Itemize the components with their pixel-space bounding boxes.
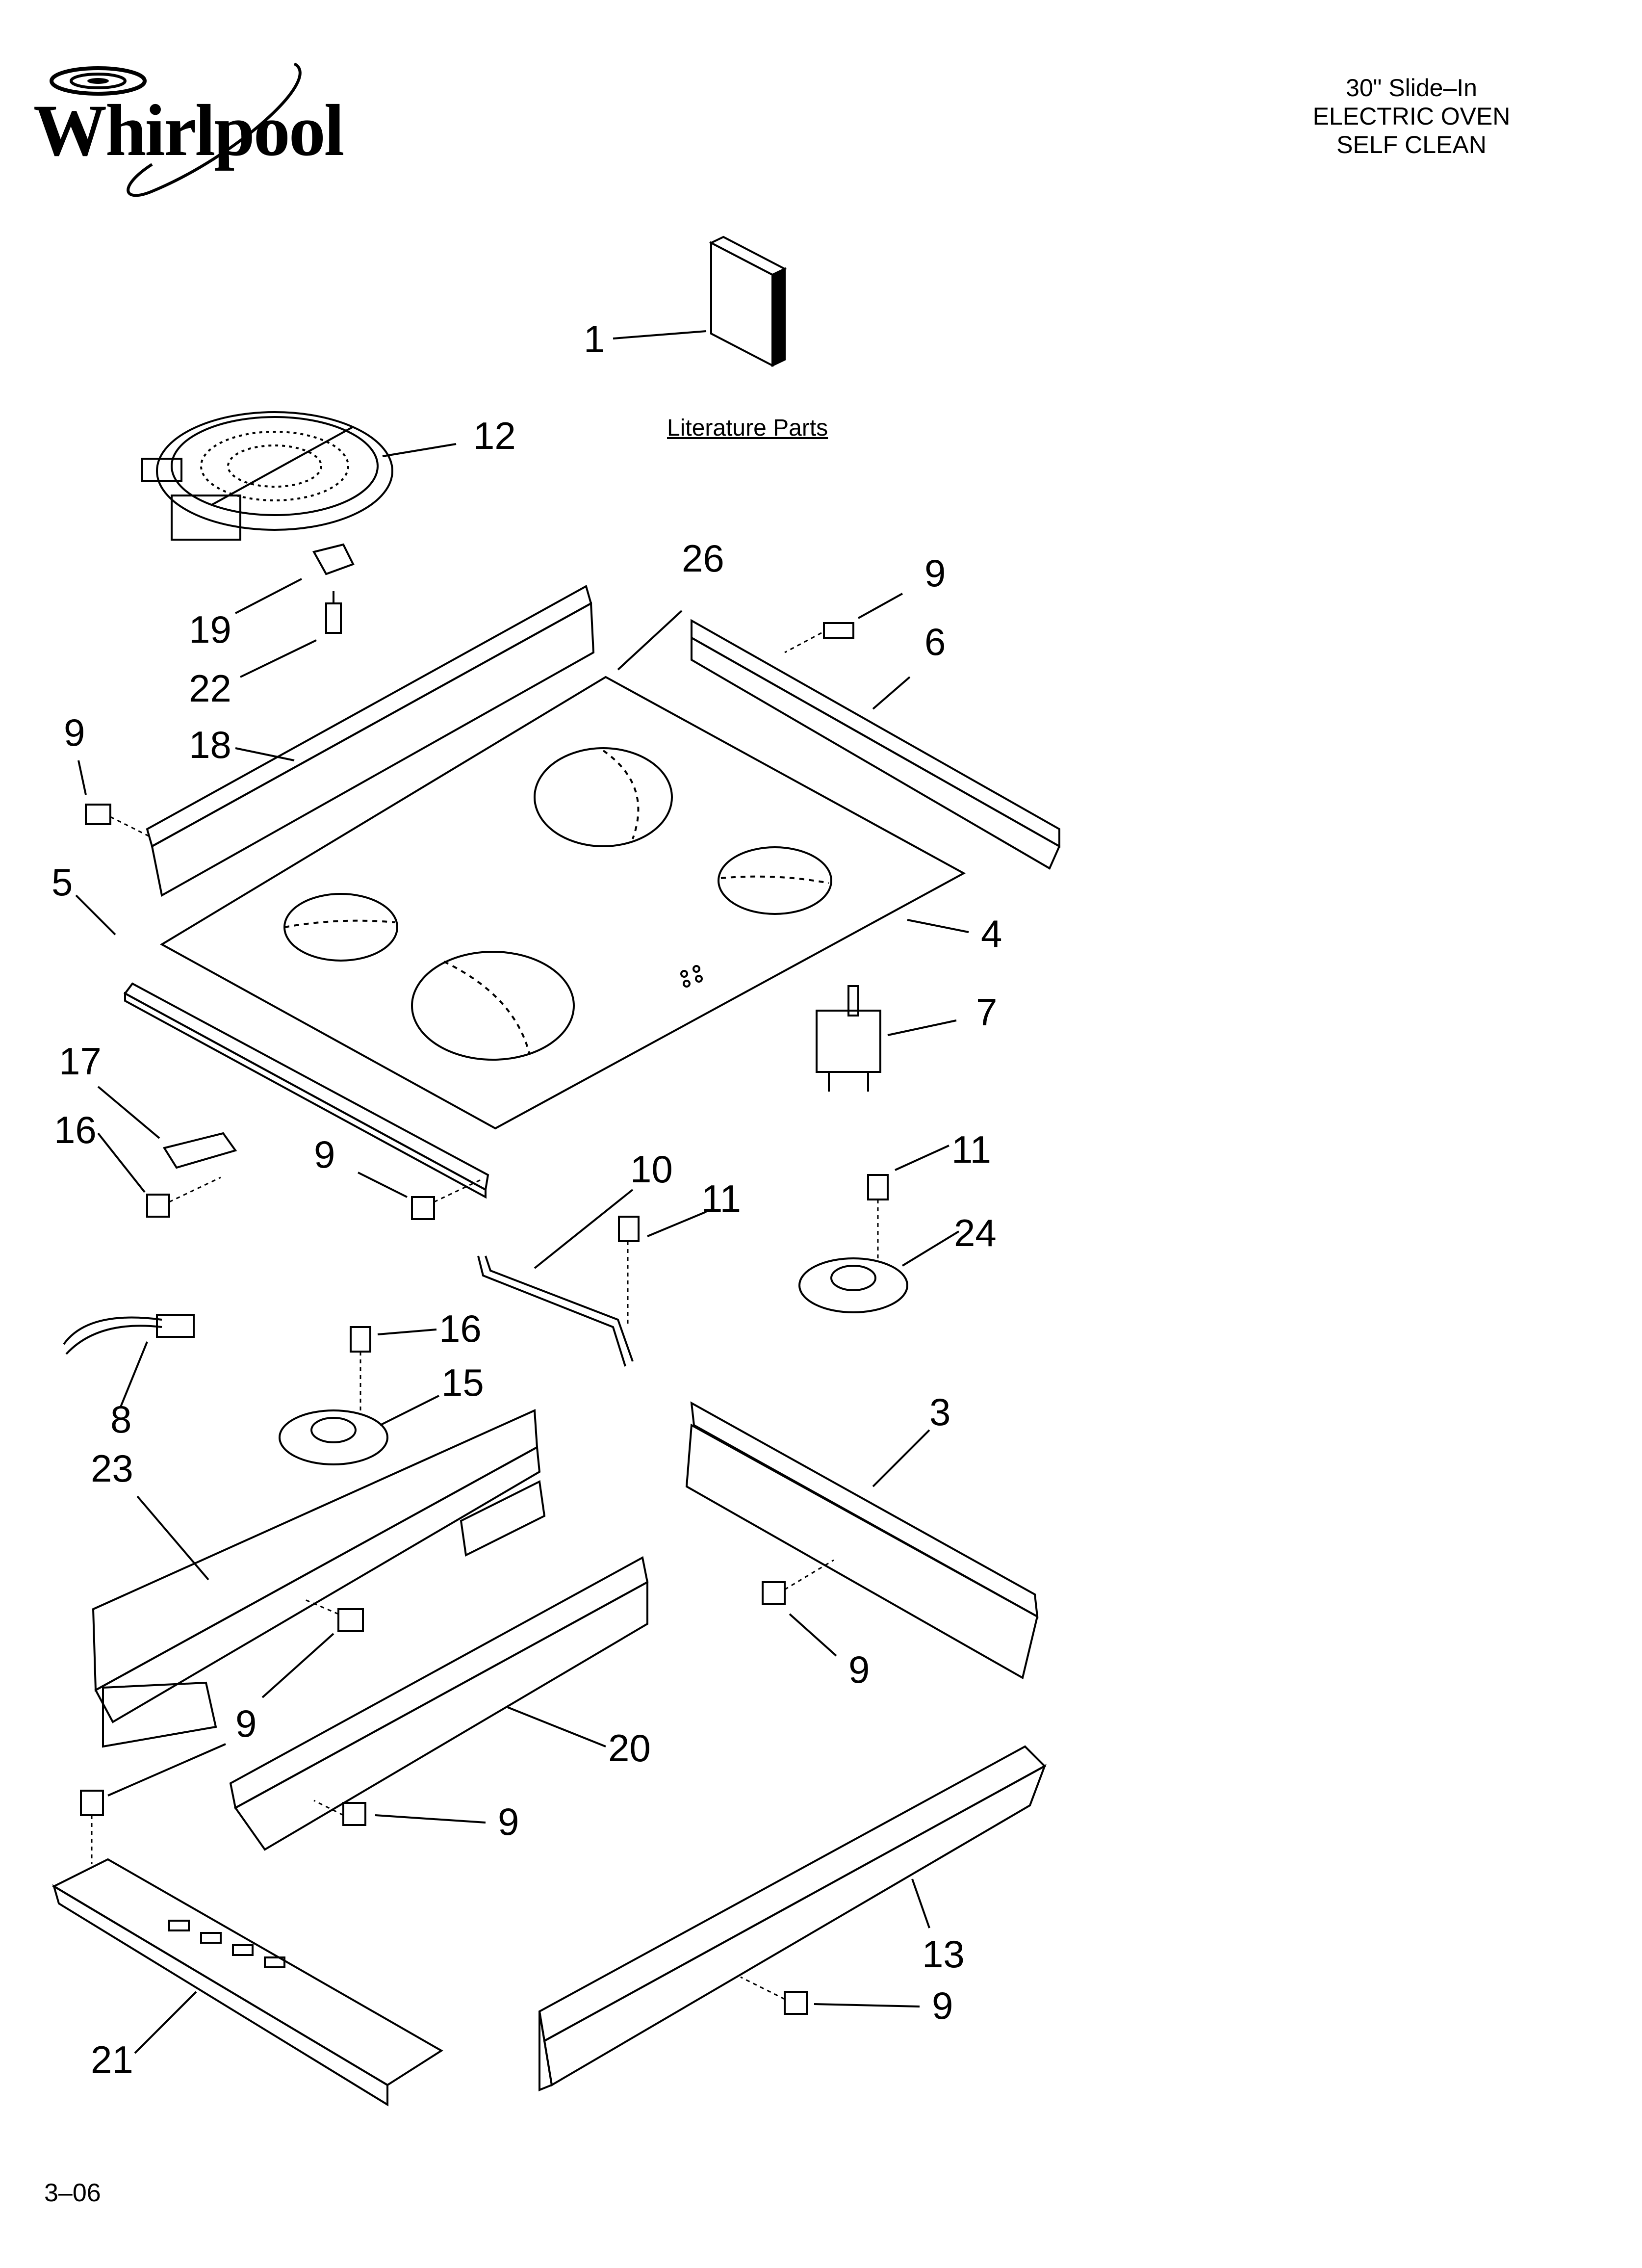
callout-5: 5: [51, 860, 73, 904]
callout-26: 26: [682, 537, 724, 580]
whirlpool-logo: Whirlpool: [29, 59, 344, 206]
callout-16: 16: [439, 1307, 482, 1350]
callout-11: 11: [701, 1177, 741, 1220]
callout-9: 9: [314, 1133, 335, 1176]
logo-swirl-icon: [50, 62, 302, 197]
callout-3: 3: [929, 1390, 950, 1434]
part-vent-panel: [92, 1408, 546, 1748]
part-rail-13: [538, 1745, 1047, 2091]
callout-8: 8: [110, 1398, 131, 1441]
part-screw-22: [325, 591, 342, 634]
callout-20: 20: [608, 1726, 651, 1770]
callout-18: 18: [189, 723, 231, 766]
part-literature-book: [709, 235, 787, 367]
part-glass-cooktop: [159, 676, 966, 1130]
callout-9: 9: [924, 551, 946, 595]
part-wire-harness: [63, 1314, 195, 1355]
callout-15: 15: [441, 1361, 484, 1404]
callout-9: 9: [64, 711, 85, 754]
callout-1: 1: [584, 317, 605, 361]
literature-parts-label: Literature Parts: [667, 415, 828, 441]
part-mount-24: [798, 1257, 908, 1313]
header-line-3: SELF CLEAN: [1336, 131, 1487, 158]
part-rail-3: [685, 1401, 1039, 1680]
model-description: 30" Slide–In ELECTRIC OVEN SELF CLEAN: [1240, 74, 1583, 159]
header-line-2: ELECTRIC OVEN: [1312, 103, 1511, 130]
callout-16: 16: [54, 1108, 97, 1151]
part-side-trim: [691, 619, 1061, 870]
callout-9: 9: [498, 1800, 519, 1843]
callout-17: 17: [59, 1040, 102, 1083]
leader-lines: [75, 330, 969, 2054]
callout-4: 4: [981, 912, 1002, 955]
callout-12: 12: [473, 414, 516, 457]
callout-24: 24: [954, 1211, 997, 1254]
header-line-1: 30" Slide–In: [1346, 74, 1477, 102]
callout-23: 23: [91, 1447, 133, 1490]
part-front-trim: [124, 982, 489, 1199]
callout-13: 13: [922, 1932, 965, 1976]
callout-9: 9: [932, 1984, 953, 2027]
part-bottom-plate: [51, 1858, 443, 2107]
part-bracket-17: [162, 1132, 237, 1169]
callout-7: 7: [976, 991, 997, 1034]
page-code: 3–06: [44, 2179, 101, 2207]
callout-21: 21: [91, 2038, 133, 2081]
part-rear-trim: [146, 585, 595, 897]
callout-9: 9: [848, 1648, 870, 1691]
part-switch: [816, 985, 881, 1092]
callout-6: 6: [924, 620, 946, 663]
callout-11: 11: [951, 1128, 991, 1171]
part-radiant-element: [141, 411, 393, 541]
callout-9: 9: [235, 1702, 257, 1745]
part-mount-15: [279, 1409, 388, 1465]
part-bracket-10: [477, 1255, 634, 1367]
part-clip: [312, 543, 355, 575]
brand-name: Whirlpool: [33, 90, 344, 171]
callout-19: 19: [189, 608, 231, 651]
part-rail-20: [229, 1556, 649, 1851]
callout-10: 10: [630, 1147, 673, 1191]
callout-22: 22: [189, 667, 231, 710]
